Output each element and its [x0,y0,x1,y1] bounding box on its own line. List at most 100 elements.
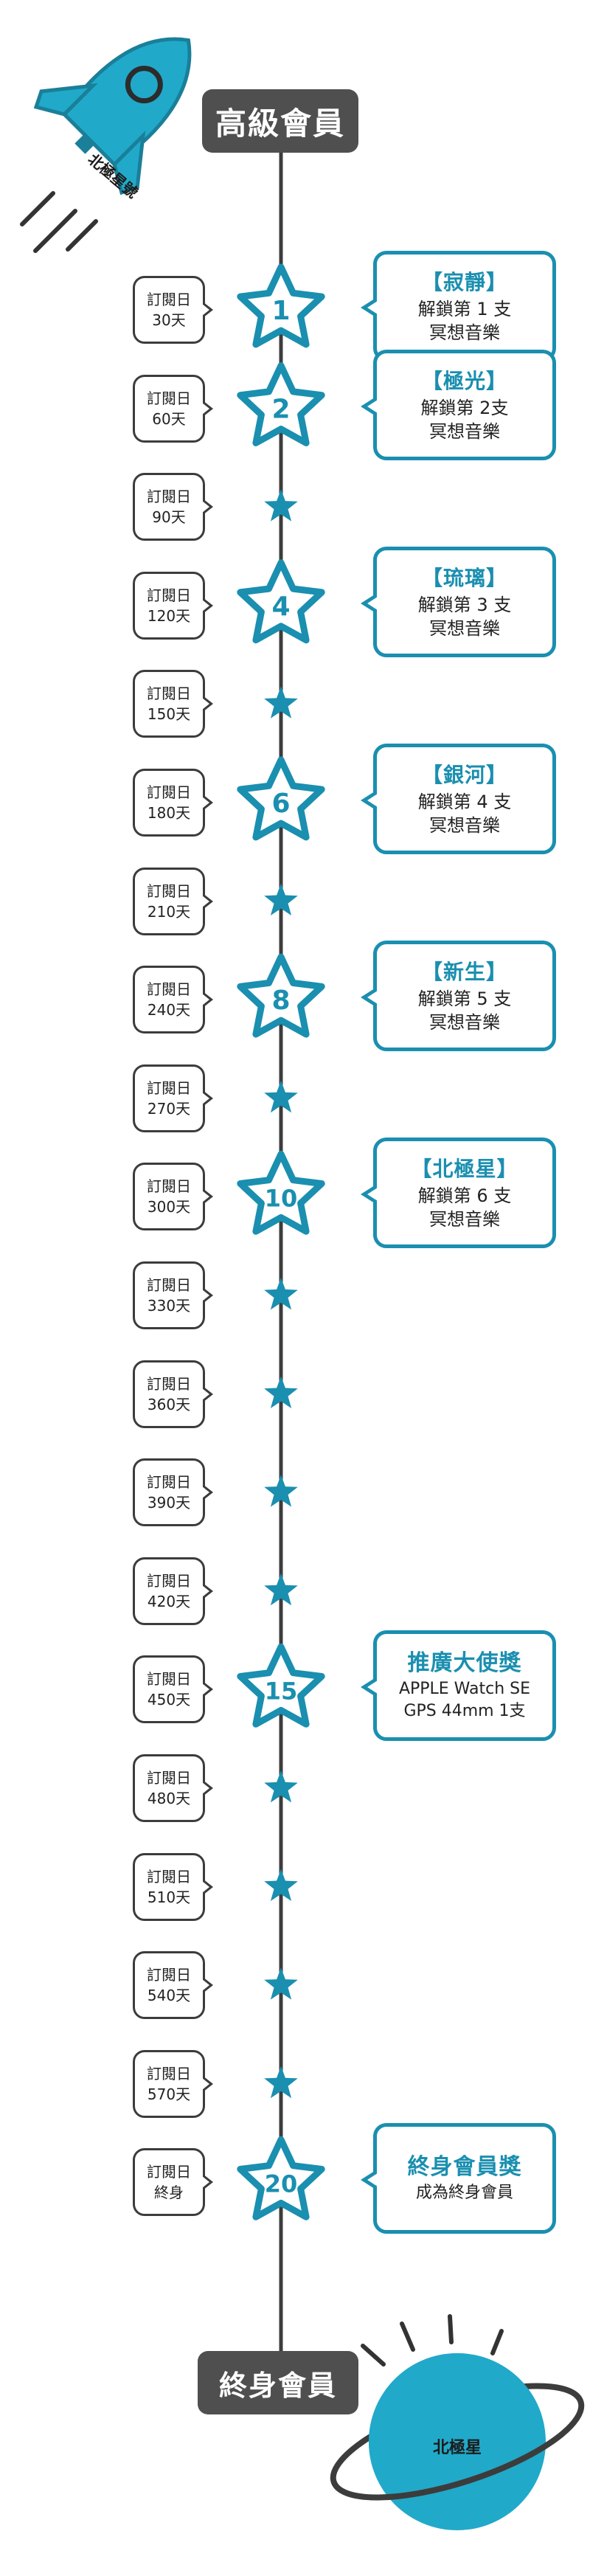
day-bubble-label: 訂閱日 [147,1867,191,1886]
day-bubble-label: 訂閱日 [147,1670,191,1689]
day-bubble-days: 60天 [152,409,186,428]
day-bubble-days: 210天 [147,902,191,921]
reward-title: 終身會員獎 [407,2154,522,2181]
day-bubble-label: 訂閱日 [147,685,191,703]
reward-description: APPLE Watch SE [398,1680,531,1699]
day-bubble-label: 訂閱日 [147,1276,191,1294]
day-bubble-label: 訂閱日 [147,1078,191,1097]
day-bubble-label: 訂閱日 [147,980,191,999]
day-bubble-label: 訂閱日 [147,1571,191,1590]
day-bubble-days: 30天 [152,311,186,329]
milestone-star-large [237,1150,325,1235]
rocket-exhaust-lines [20,191,98,253]
milestone-star-small [264,2066,298,2099]
milestone-star-small [264,1080,298,1113]
day-bubble: 訂閱日 150天 [133,670,213,738]
milestone-star-large [237,362,325,446]
reward-description: 解鎖第 3 支 [417,594,512,615]
day-bubble: 訂閱日 480天 [133,1754,213,1822]
reward-card: 【極光】解鎖第 2支冥想音樂 [361,349,556,460]
milestone-star-large [237,2136,325,2220]
premium-member-badge: 高級會員 [202,89,358,153]
day-bubble: 訂閱日 450天 [133,1655,213,1724]
reward-card: 【琉璃】解鎖第 3 支冥想音樂 [361,546,556,657]
reward-card: 【新生】解鎖第 5 支冥想音樂 [361,941,556,1052]
reward-title: 【寂靜】 [421,270,507,294]
day-bubble-label: 訂閱日 [147,488,191,506]
reward-title: 【銀河】 [421,763,507,787]
day-bubble-days: 300天 [147,1198,191,1216]
milestone-star-large [237,1643,325,1728]
day-bubble: 訂閱日 360天 [133,1360,213,1428]
milestone-month-number: 4 [271,592,290,622]
day-bubble-days: 450天 [147,1691,191,1709]
day-bubble-days: 120天 [147,606,191,625]
milestone-month-number: 15 [265,1677,298,1705]
milestone-star-large [237,559,325,644]
milestone-star-large [237,756,325,841]
day-bubble: 訂閱日 420天 [133,1557,213,1625]
day-bubble-days: 510天 [147,1888,191,1906]
milestone-month-number: 20 [265,2170,298,2198]
milestone-star-small [264,1376,298,1408]
day-bubble-days: 420天 [147,1592,191,1610]
reward-title: 推廣大使獎 [407,1650,522,1677]
day-bubble-label: 訂閱日 [147,2064,191,2082]
day-bubble: 訂閱日 120天 [133,571,213,640]
day-bubble-days: 570天 [147,2085,191,2103]
day-bubble-days: 240天 [147,1001,191,1019]
milestone-star-large [237,953,325,1038]
day-bubble-label: 訂閱日 [147,783,191,801]
reward-description: 冥想音樂 [429,322,500,343]
day-bubble: 訂閱日 570天 [133,2049,213,2118]
day-bubble-label: 訂閱日 [147,586,191,604]
reward-description: 解鎖第 2支 [420,397,509,418]
reward-description: GPS 44mm 1支 [403,1702,526,1721]
day-bubble-label: 訂閱日 [147,1374,191,1393]
reward-description: 成為終身會員 [415,2184,513,2203]
milestone-star-small [264,1278,298,1310]
reward-title: 【新生】 [421,960,507,985]
rocket-icon [33,37,192,195]
reward-description: 冥想音樂 [429,1209,500,1230]
day-bubble-label: 訂閱日 [147,291,191,308]
reward-title: 【極光】 [421,368,507,393]
milestone-star-small [264,1869,298,1901]
day-bubble-days: 540天 [147,1987,191,2005]
day-bubble-label: 訂閱日 [147,1177,191,1196]
day-bubble-label: 訂閱日 [147,1769,191,1787]
day-bubble-label: 訂閱日 [147,1966,191,1984]
reward-description: 解鎖第 6 支 [417,1185,512,1207]
reward-card: 推廣大使獎 APPLE Watch SE GPS 44mm 1支 [361,1630,556,1742]
day-bubble-label: 訂閱日 [147,389,191,407]
milestone-month-number: 8 [271,986,290,1016]
milestone-star-small [264,1967,298,2000]
day-bubble-days: 360天 [147,1395,191,1413]
planet-shine-lines [361,2314,504,2366]
day-bubble-days: 150天 [147,705,191,724]
day-bubble: 訂閱日 240天 [133,966,213,1034]
lifetime-member-badge: 終身會員 [198,2351,358,2414]
milestone-star-large [237,263,325,348]
milestone-month-number: 2 [271,395,290,425]
reward-description: 冥想音樂 [429,815,500,836]
day-bubble: 訂閱日 60天 [133,374,213,443]
reward-description: 解鎖第 1 支 [417,299,512,319]
day-bubble: 訂閱日終身 [133,2148,213,2217]
day-bubble-label: 訂閱日 [147,882,191,900]
day-bubble-label: 訂閱日 [147,2163,191,2181]
day-bubble: 訂閱日 300天 [133,1163,213,1231]
reward-card: 【寂靜】解鎖第 1 支冥想音樂 [361,251,556,361]
reward-description: 解鎖第 4 支 [417,792,512,812]
reward-description: 冥想音樂 [429,617,500,639]
day-bubble-days: 480天 [147,1790,191,1807]
milestone-star-small [264,1475,298,1507]
milestone-month-number: 10 [265,1184,298,1212]
